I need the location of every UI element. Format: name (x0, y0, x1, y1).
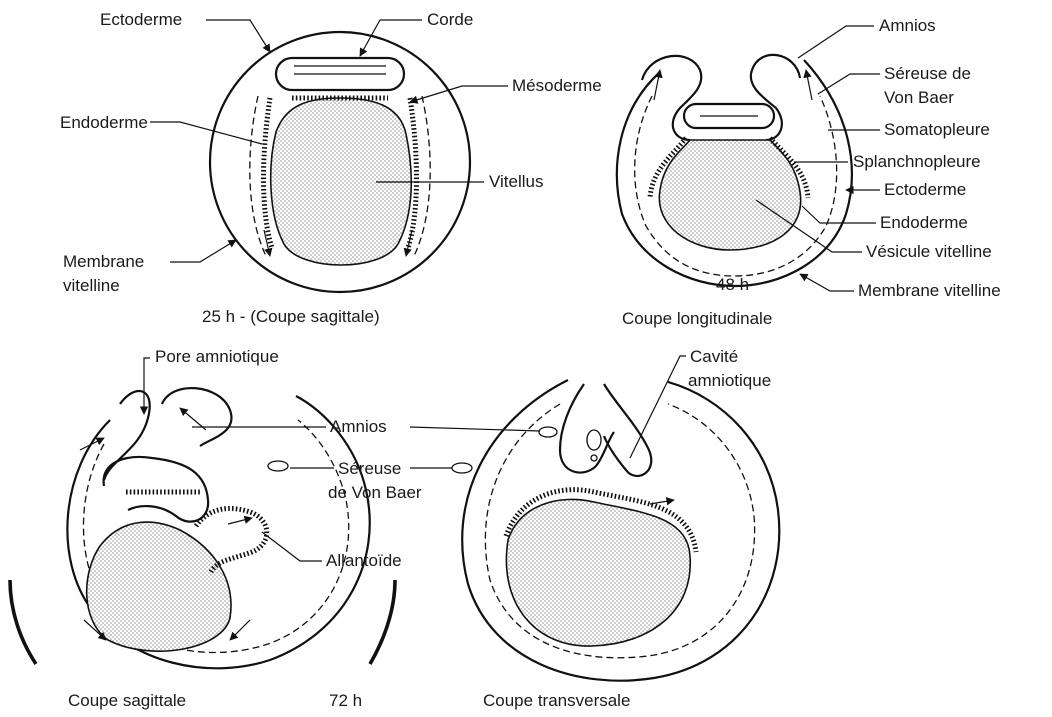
caption-25h: 25 h - (Coupe sagittale) (202, 307, 380, 326)
caption-48h-time: 48 h (716, 275, 749, 294)
label-ectoderme-25h: Ectoderme (100, 10, 182, 29)
yolk-72h-tr (506, 499, 690, 646)
leader-membrane-48h (800, 274, 854, 291)
caption-72h-transverse: Coupe transversale (483, 691, 630, 710)
outer-arc-right-72h (370, 580, 395, 664)
label-sereuse-48h-l1: Séreuse de (884, 64, 971, 83)
label-cavite-72h-l2: amniotique (688, 371, 771, 390)
caption-48h-view: Coupe longitudinale (622, 309, 772, 328)
panel-72h-transverse: Cavité amniotique Coupe transversale (462, 347, 779, 710)
arrow-tr-72h (650, 500, 674, 504)
label-sereuse-72h-l1: Séreuse (338, 459, 401, 478)
leader-allantoide-72h (262, 532, 322, 561)
arrow-right-48h (806, 70, 812, 100)
serous-fragment-72h-sag (268, 461, 288, 471)
label-endoderme-48h: Endoderme (880, 213, 968, 232)
leader-corde-25h (360, 20, 422, 56)
label-amnios-72h: Amnios (330, 417, 387, 436)
panel-72h-sagittal: Pore amniotique Amnios Séreuse de Von Ba… (10, 347, 557, 710)
label-membrane-25h-l2: vitelline (63, 276, 120, 295)
leader-ectoderme-25h (206, 20, 270, 52)
leader-endoderme-25h (150, 122, 262, 144)
yolk-sac-48h (659, 140, 800, 250)
label-vitellus-25h: Vitellus (489, 172, 544, 191)
leader-mesoderme-25h (410, 86, 508, 102)
leader-cavite-72h (630, 356, 686, 458)
label-amnios-48h: Amnios (879, 16, 936, 35)
amnios-marker-72h (539, 427, 557, 437)
label-corde-25h: Corde (427, 10, 473, 29)
panel-48h: Amnios Séreuse de Von Baer Somatopleure … (617, 16, 1001, 328)
leader-amnios-48h (798, 26, 874, 58)
label-sereuse-72h-l2: de Von Baer (328, 483, 422, 502)
arrow-left-72h (80, 438, 104, 450)
amnion-fold-left-72h-tr (560, 384, 614, 473)
label-mesoderme-25h: Mésoderme (512, 76, 602, 95)
arrow-allantois-72h (228, 518, 252, 524)
caption-72h-time: 72 h (329, 691, 362, 710)
panel-25h: Ectoderme Corde Mésoderme Endoderme Vite… (60, 10, 602, 326)
label-vesicule-48h: Vésicule vitelline (866, 242, 992, 261)
leader-membrane-25h (170, 240, 236, 262)
amnion-fold-right-72h (162, 388, 232, 446)
embryo-head-72h (104, 457, 209, 522)
label-allantoide-72h: Allantoïde (326, 551, 402, 570)
label-membrane-48h: Membrane vitelline (858, 281, 1001, 300)
arrow-bottom-right-72h (230, 620, 250, 640)
label-membrane-25h-l1: Membrane (63, 252, 144, 271)
label-somatopleure-48h: Somatopleure (884, 120, 990, 139)
caption-72h-sagittal: Coupe sagittale (68, 691, 186, 710)
notochord-72h (591, 455, 597, 461)
yolk-72h-sag (87, 522, 231, 651)
label-endoderme-25h: Endoderme (60, 113, 148, 132)
label-cavite-72h-l1: Cavité (690, 347, 738, 366)
label-ectoderme-48h: Ectoderme (884, 180, 966, 199)
label-pore-72h: Pore amniotique (155, 347, 279, 366)
outer-arc-left-72h (10, 580, 36, 664)
serous-fragment-72h-tr (452, 463, 472, 473)
leader-amnios-72h-right (410, 427, 540, 431)
leader-endoderme-48h (802, 206, 876, 223)
label-sereuse-48h-l2: Von Baer (884, 88, 954, 107)
neural-tube-72h (587, 430, 601, 450)
label-splanchnopleure-48h: Splanchnopleure (853, 152, 981, 171)
